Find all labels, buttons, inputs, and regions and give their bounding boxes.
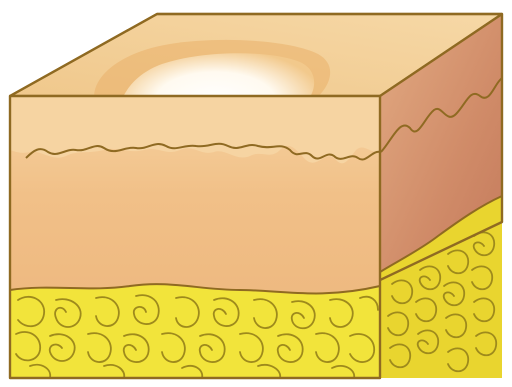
front-fat-layer [10,284,380,378]
